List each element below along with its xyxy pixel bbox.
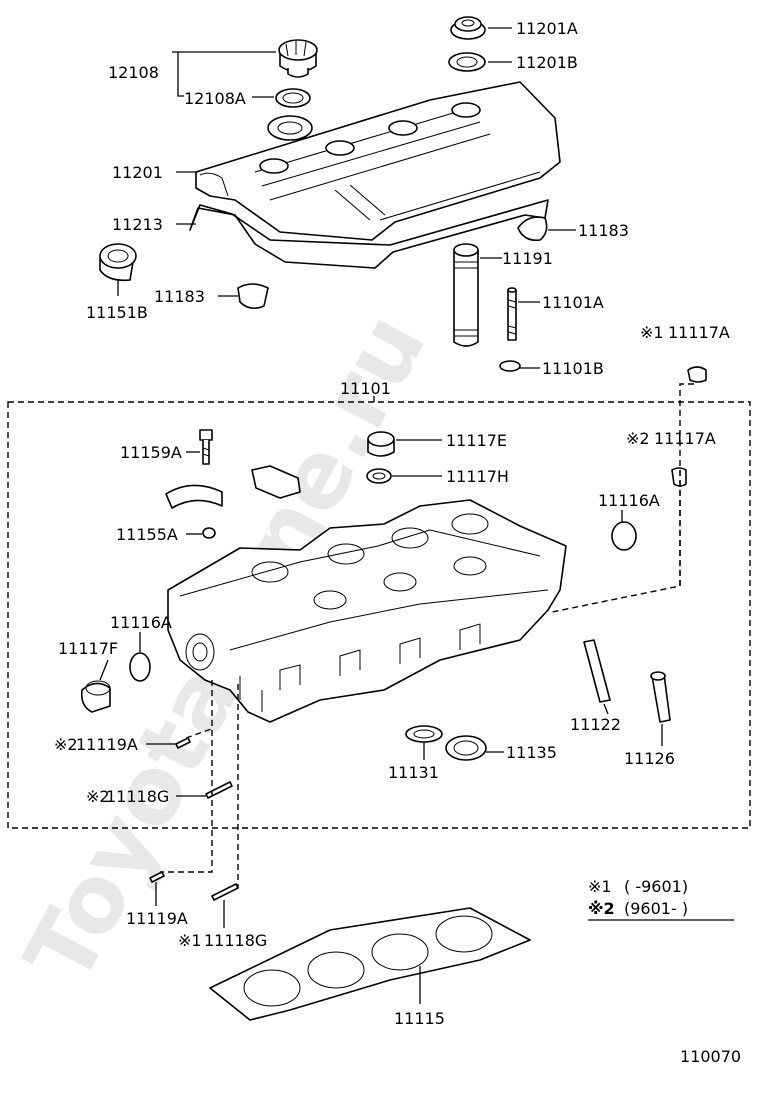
label-11118G-upper: 11118G bbox=[106, 787, 169, 806]
part-11117E-drawing bbox=[367, 431, 395, 457]
label-11201: 11201 bbox=[112, 163, 163, 182]
part-11117A-2-drawing bbox=[671, 467, 687, 487]
label-11131: 11131 bbox=[388, 763, 439, 782]
part-11183-right-drawing bbox=[517, 216, 548, 242]
part-11117A-1-drawing bbox=[687, 366, 707, 383]
part-11159A-drawing bbox=[199, 429, 213, 465]
part-11151B-drawing bbox=[99, 243, 137, 282]
part-11131-drawing bbox=[405, 725, 443, 743]
part-11117F-drawing bbox=[80, 680, 111, 713]
part-11116A-left-drawing bbox=[129, 652, 151, 682]
label-11117F: 11117F bbox=[58, 639, 118, 658]
part-11116A-right-drawing bbox=[611, 521, 637, 551]
part-11119A-lower-drawing bbox=[149, 871, 165, 883]
label-11191: 11191 bbox=[502, 249, 553, 268]
part-11122-drawing bbox=[583, 639, 611, 703]
part-11119A-upper-drawing bbox=[175, 737, 191, 749]
assembly-boundary-11101 bbox=[7, 401, 751, 829]
part-12108-drawing bbox=[278, 39, 318, 78]
label-11101B: 11101B bbox=[542, 359, 604, 378]
label-11119A-upper: 11119A bbox=[76, 735, 138, 754]
label-11117E: 11117E bbox=[446, 431, 507, 450]
part-11126-drawing bbox=[650, 671, 671, 723]
label-11101A: 11101A bbox=[542, 293, 604, 312]
label-11201B: 11201B bbox=[516, 53, 578, 72]
label-12108: 12108 bbox=[108, 63, 159, 82]
part-11155A-drawing bbox=[202, 527, 216, 539]
label-11117H: 11117H bbox=[446, 467, 509, 486]
part-11135-drawing bbox=[445, 735, 487, 761]
marker-11119A-upper: ※2 bbox=[54, 735, 78, 754]
label-11126: 11126 bbox=[624, 749, 675, 768]
legend-mark-1: ※1 bbox=[588, 877, 612, 896]
label-11201A: 11201A bbox=[516, 19, 578, 38]
label-11116A-left: 11116A bbox=[110, 613, 172, 632]
label-11122: 11122 bbox=[570, 715, 621, 734]
label-11115: 11115 bbox=[394, 1009, 445, 1028]
label-11116A-right: 11116A bbox=[598, 491, 660, 510]
label-11151B: 11151B bbox=[86, 303, 148, 322]
legend: ※1 ( -9601) ※2 (9601- ) bbox=[588, 877, 734, 921]
leader-lines bbox=[99, 27, 663, 1004]
label-11183-left: 11183 bbox=[154, 287, 205, 306]
part-11115-head-gasket-drawing bbox=[209, 907, 531, 1021]
part-11183-left-drawing bbox=[237, 283, 269, 310]
part-11201-valve-cover-drawing bbox=[189, 81, 561, 269]
part-11201B-drawing bbox=[448, 52, 486, 72]
legend-mark-2: ※2 bbox=[588, 899, 615, 918]
legend-range-1: ( -9601) bbox=[624, 877, 688, 896]
part-11191-drawing bbox=[453, 243, 479, 347]
part-11117H-drawing bbox=[366, 468, 392, 484]
part-11118G-lower-drawing bbox=[211, 883, 239, 901]
label-11117A-1: 11117A bbox=[668, 323, 730, 342]
part-11101B-drawing bbox=[499, 360, 521, 372]
part-11101A-drawing bbox=[507, 287, 517, 341]
label-11101: 11101 bbox=[340, 379, 391, 398]
alignment-dashed-lines bbox=[160, 383, 694, 888]
marker-11117A-1: ※1 bbox=[640, 323, 664, 342]
part-11201A-drawing bbox=[450, 16, 486, 40]
marker-11118G-lower: ※1 bbox=[178, 931, 202, 950]
diagram-id: 110070 bbox=[680, 1047, 741, 1066]
part-12108A-drawing bbox=[275, 88, 311, 108]
marker-11118G-upper: ※2 bbox=[86, 787, 110, 806]
label-11119A-lower: 11119A bbox=[126, 909, 188, 928]
label-11183-right: 11183 bbox=[578, 221, 629, 240]
label-11159A: 11159A bbox=[120, 443, 182, 462]
label-11117A-2: 11117A bbox=[654, 429, 716, 448]
label-11155A: 11155A bbox=[116, 525, 178, 544]
bearing-cap-drawing bbox=[165, 465, 301, 509]
label-12108A: 12108A bbox=[184, 89, 246, 108]
part-11101-cylinder-head-drawing bbox=[167, 499, 567, 723]
marker-11117A-2: ※2 bbox=[626, 429, 650, 448]
label-11118G-lower: 11118G bbox=[204, 931, 267, 950]
label-11135: 11135 bbox=[506, 743, 557, 762]
label-11213: 11213 bbox=[112, 215, 163, 234]
legend-range-2: (9601- ) bbox=[624, 899, 688, 918]
part-labels: 11201A 11201B 12108 12108A 11201 11213 1… bbox=[54, 19, 730, 1028]
